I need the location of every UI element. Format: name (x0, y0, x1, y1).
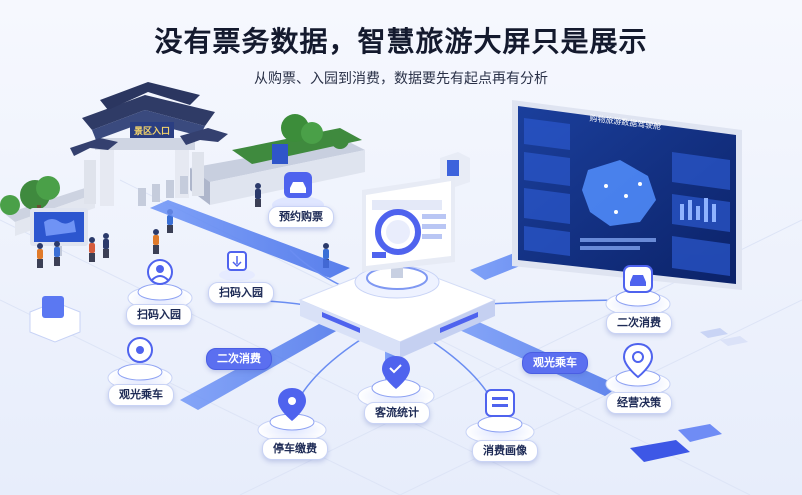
node-label-consume-profile: 消费画像 (472, 440, 538, 462)
node-label-entry-path: 扫码入园 (208, 282, 274, 304)
node-label-booking: 预约购票 (268, 206, 334, 228)
left-display-board (30, 208, 88, 256)
node-label-parking: 停车缴费 (262, 438, 328, 460)
node-label-business-decision: 经营决策 (606, 392, 672, 414)
node-label-sightseeing-car-right: 观光乘车 (522, 352, 588, 374)
node-label-second-consume-left: 二次消费 (206, 348, 272, 370)
node-label-visitor-stats: 客流统计 (364, 402, 430, 424)
central-hub (298, 176, 497, 358)
page-title: 没有票务数据，智慧旅游大屏只是展示 (154, 25, 648, 58)
node-label-sightseeing-car-left: 观光乘车 (108, 384, 174, 406)
gate-sign-text: 景区入口 (134, 126, 170, 137)
big-dashboard-screen (512, 100, 742, 290)
node-label-second-consume-right: 二次消费 (606, 312, 672, 334)
page-subtitle: 从购票、入园到消费，数据要先有起点再有分析 (254, 71, 548, 87)
node-label-scan-entry: 扫码入园 (126, 304, 192, 326)
gate-sign-board (130, 122, 174, 138)
